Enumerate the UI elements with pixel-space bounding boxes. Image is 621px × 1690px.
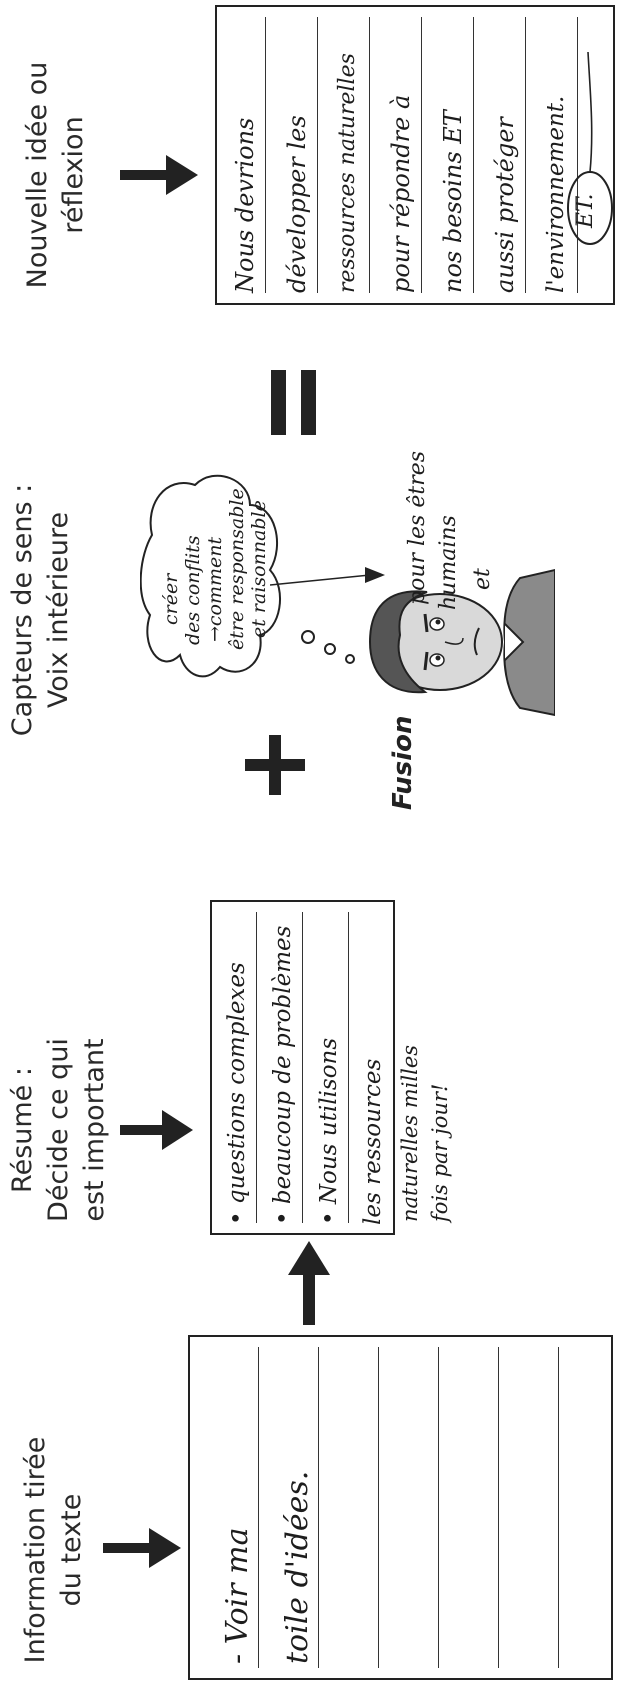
bubble-line: créer (160, 573, 182, 625)
heading-line: Information tirée (20, 1436, 51, 1664)
handwritten-line: ressources naturelles (335, 53, 360, 293)
heading-line: est important (79, 1038, 110, 1222)
heading-line: Nouvelle idée ou (22, 61, 53, 289)
heading-line: réflexion (58, 116, 89, 234)
handwritten-line: Nous devrions (231, 117, 259, 293)
circle-annotation-icon (567, 51, 613, 245)
thought-dots-icon (301, 630, 355, 664)
heading-nouvelle-idee: Nouvelle idée ou réflexion (20, 50, 92, 300)
heading-line: Capteurs de sens : (7, 483, 38, 737)
handwritten-line: naturelles milles (398, 1044, 422, 1222)
thought-bubble-icon (140, 474, 282, 678)
handwritten-line: développer les (283, 115, 311, 293)
note-line: pour les êtres (405, 450, 430, 605)
arrow-down-icon (120, 155, 198, 195)
bubble-line: être responsable (226, 488, 248, 650)
person-thinking-icon (368, 568, 555, 717)
bubble-line: →comment (204, 536, 226, 642)
handwritten-line: fois par jour! (428, 1083, 452, 1222)
arrow-down-icon (103, 1528, 181, 1568)
circled-text: ET. (573, 193, 598, 229)
handwritten-line: - Voir ma (220, 1527, 255, 1664)
handwritten-line: • beaucoup de problèmes (270, 925, 296, 1225)
notes-box-resume: • questions complexes • beaucoup de prob… (210, 900, 395, 1235)
handwritten-line: toile d'idées. (280, 1470, 315, 1664)
handwritten-line: les ressources (360, 1058, 386, 1225)
arrow-down-icon (120, 1110, 193, 1150)
notes-box-nouvelle-idee: Nous devrions développer les ressources … (215, 5, 615, 305)
notes-box-information: - Voir ma toile d'idées. (188, 1335, 613, 1680)
heading-line: Voix intérieure (43, 511, 74, 709)
note-line: humains (436, 515, 461, 610)
pointer-arrow-icon (270, 567, 385, 586)
handwritten-line: • questions complexes (224, 962, 250, 1225)
handwritten-line: nos besoins ET (439, 110, 467, 293)
bubble-line: et raisonnable (248, 500, 270, 638)
bubble-line: des conflits (182, 535, 204, 645)
note-line: et (470, 568, 495, 590)
heading-line: Décide ce qui (43, 1038, 74, 1222)
heading-resume: Résumé : Décide ce qui est important (5, 1010, 113, 1250)
heading-information: Information tirée du texte (18, 1430, 90, 1670)
handwritten-line: aussi protéger (491, 117, 519, 293)
equals-icon (271, 370, 316, 435)
handwritten-line: • Nous utilisons (316, 1037, 342, 1225)
heading-line: du texte (56, 1493, 87, 1607)
heading-capteurs: Capteurs de sens : Voix intérieure (5, 460, 77, 760)
heading-line: Résumé : (7, 1067, 38, 1193)
plus-icon (245, 735, 305, 795)
handwritten-line: pour répondre à (387, 94, 415, 293)
arrow-right-icon (288, 1241, 330, 1325)
